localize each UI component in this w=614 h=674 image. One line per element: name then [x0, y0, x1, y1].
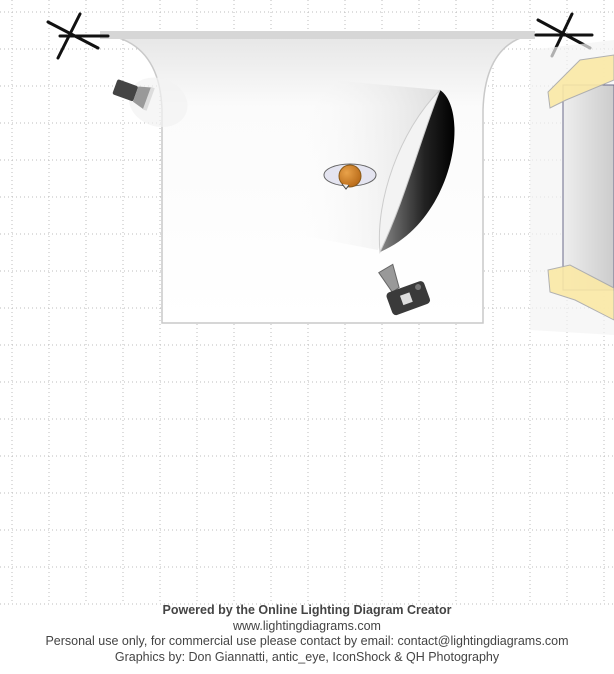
footer: Powered by the Online Lighting Diagram C…	[0, 603, 614, 665]
subject-person-icon	[323, 163, 377, 190]
strobe-light-icon	[112, 77, 188, 128]
license-text: Personal use only, for commercial use pl…	[45, 634, 569, 648]
website-link[interactable]: www.lightingdiagrams.com	[233, 618, 381, 633]
background-stand-left	[46, 12, 110, 60]
credits-text: Graphics by: Don Giannatti, antic_eye, I…	[114, 649, 500, 664]
powered-by-text: Powered by the Online Lighting Diagram C…	[162, 603, 452, 617]
lighting-diagram-canvas	[0, 0, 614, 605]
beauty-dish-softbox-icon	[290, 80, 455, 254]
camera-icon	[378, 263, 431, 316]
window-light-icon	[530, 40, 614, 335]
